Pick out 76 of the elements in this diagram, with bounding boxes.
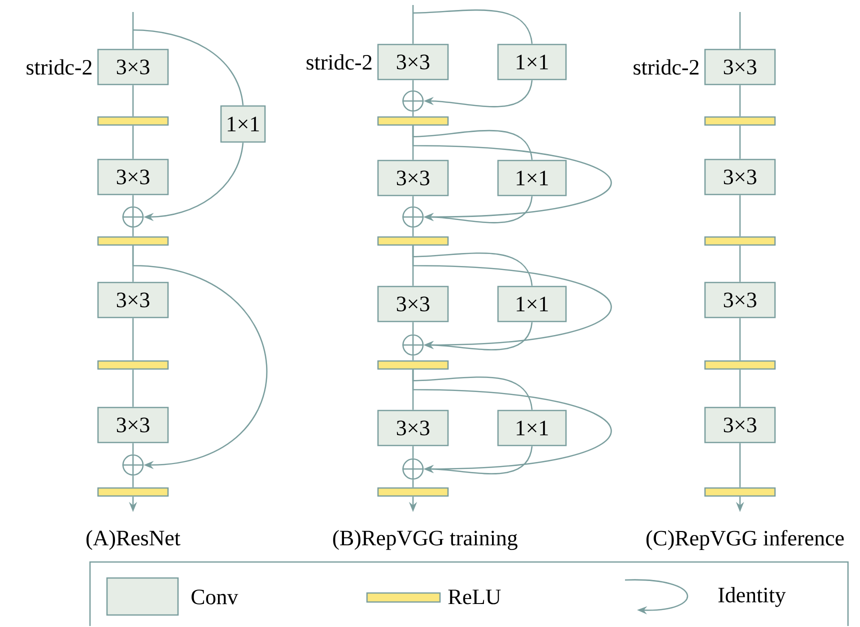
connector-line — [739, 318, 741, 360]
connector-line — [412, 480, 414, 488]
connector-line — [132, 195, 134, 206]
caption: (B)RepVGG training — [333, 530, 518, 550]
conv-box: 3×3 — [377, 410, 449, 446]
arrow — [412, 126, 611, 222]
conv-box: 3×3 — [97, 282, 169, 318]
conv-box: 3×3 — [377, 286, 449, 322]
connector-line — [412, 5, 414, 44]
connector-line — [412, 9, 533, 44]
relu-bar — [377, 360, 449, 370]
connector-line — [412, 322, 414, 334]
conv-box: 3×3 — [97, 48, 169, 86]
conv-box: 1×1 — [497, 160, 567, 196]
relu-bar — [704, 116, 776, 126]
conv-box: 3×3 — [704, 406, 776, 444]
add-circle — [122, 206, 144, 228]
connector-line — [132, 29, 244, 106]
connector-line — [412, 228, 414, 236]
connector-line — [132, 228, 134, 236]
relu-bar — [97, 360, 169, 370]
connector-line — [739, 370, 741, 407]
relu-bar — [377, 116, 449, 126]
add-circle — [402, 206, 424, 228]
conv-box: 1×1 — [497, 410, 567, 446]
relu-bar — [704, 360, 776, 370]
relu-bar — [704, 487, 776, 497]
stride-label: stridc-2 — [26, 59, 92, 75]
add-circle — [402, 334, 424, 356]
stride-label: stridc-2 — [634, 59, 698, 75]
connector-line — [132, 370, 134, 407]
connector-line — [132, 318, 134, 360]
connector-line — [739, 443, 741, 488]
connector-line — [412, 196, 414, 206]
add-circle — [122, 454, 144, 476]
relu-bar — [97, 236, 169, 246]
conv-box: 3×3 — [704, 158, 776, 196]
stride-label: stridc-2 — [306, 54, 372, 70]
connector-line — [132, 443, 134, 454]
relu-bar — [97, 116, 169, 126]
add-circle — [402, 458, 424, 480]
legend-label: Conv — [192, 590, 238, 604]
conv-box: 3×3 — [377, 44, 449, 80]
connector-line — [739, 126, 741, 159]
connector-line — [132, 85, 134, 116]
conv-box: 3×3 — [97, 406, 169, 444]
caption: (C)RepVGG inference — [646, 530, 844, 550]
conv-box: 3×3 — [704, 282, 776, 318]
conv-box: 1×1 — [497, 286, 567, 322]
relu-bar — [377, 236, 449, 246]
connector-line — [132, 126, 134, 159]
conv-box: 3×3 — [97, 158, 169, 196]
connector-line — [739, 195, 741, 236]
arrow — [412, 246, 611, 350]
connector-line — [132, 12, 134, 49]
arrow — [132, 246, 268, 470]
add-circle — [402, 90, 424, 112]
connector-line — [739, 85, 741, 116]
conv-box: 3×3 — [704, 48, 776, 86]
connector-line — [412, 446, 414, 458]
relu-bar — [704, 236, 776, 246]
legend-label: ReLU — [448, 590, 501, 604]
conv-box: 3×3 — [377, 160, 449, 196]
conv-box: 1×1 — [220, 105, 266, 143]
connector-line — [132, 476, 134, 488]
connector-line — [412, 80, 414, 90]
connector-line — [412, 356, 414, 360]
connector-line — [739, 246, 741, 282]
connector-line — [412, 112, 414, 116]
arrow — [412, 370, 611, 474]
legend-label: Identity — [718, 587, 786, 607]
relu-bar — [377, 487, 449, 497]
relu-bar — [97, 487, 169, 497]
conv-box: 1×1 — [497, 44, 567, 80]
connector-line — [739, 12, 741, 49]
caption: (A)ResNet — [86, 530, 180, 550]
